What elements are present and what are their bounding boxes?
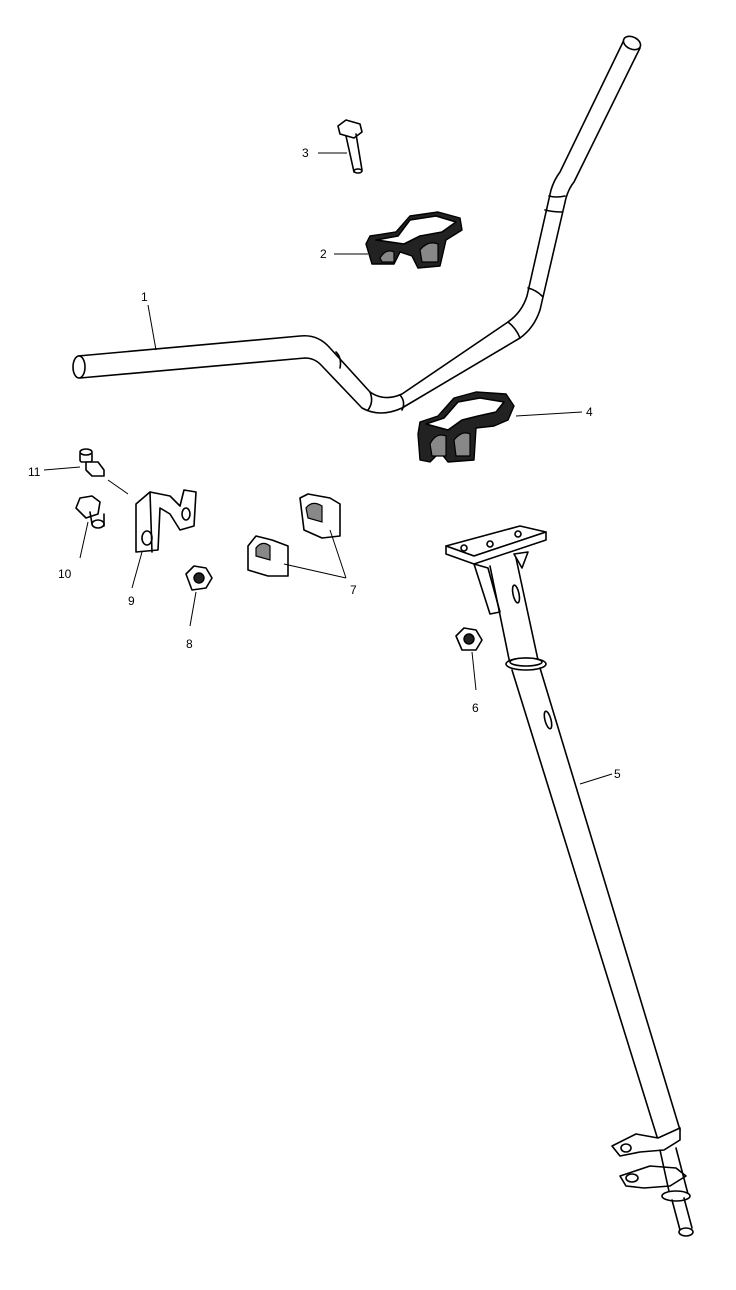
- callout-5: 5: [614, 767, 621, 781]
- callout-2: 2: [320, 247, 327, 261]
- leader-6: [471, 651, 477, 691]
- leader-11: [43, 466, 81, 471]
- callout-1: 1: [141, 290, 148, 304]
- steering-post: [445, 525, 694, 1237]
- callout-9: 9: [128, 594, 135, 608]
- nut-right: [455, 627, 483, 651]
- leader-1: [147, 304, 157, 351]
- leader-8: [189, 591, 197, 627]
- callout-3: 3: [302, 146, 309, 160]
- handlebar: [72, 35, 642, 414]
- leader-7-a: [283, 563, 347, 579]
- nut-left: [185, 565, 213, 591]
- leader-9: [131, 551, 143, 589]
- grease-fitting: [79, 448, 105, 477]
- callout-8: 8: [186, 637, 193, 651]
- leader-10: [79, 521, 89, 559]
- callout-7: 7: [350, 583, 357, 597]
- lower-clamp: [417, 391, 515, 463]
- callout-6: 6: [472, 701, 479, 715]
- bolt: [337, 119, 363, 174]
- callout-10: 10: [58, 567, 72, 581]
- leader-4: [515, 411, 583, 417]
- leader-5: [579, 773, 613, 785]
- upper-clamp: [365, 211, 463, 269]
- short-bolt: [75, 495, 105, 529]
- leader-7-b: [329, 529, 347, 579]
- callout-4: 4: [586, 405, 593, 419]
- spacer-block-left: [247, 535, 289, 577]
- bracket: [135, 489, 197, 553]
- leader-11-b: [107, 479, 129, 495]
- callout-11: 11: [28, 465, 41, 479]
- spacer-block-right: [299, 493, 341, 539]
